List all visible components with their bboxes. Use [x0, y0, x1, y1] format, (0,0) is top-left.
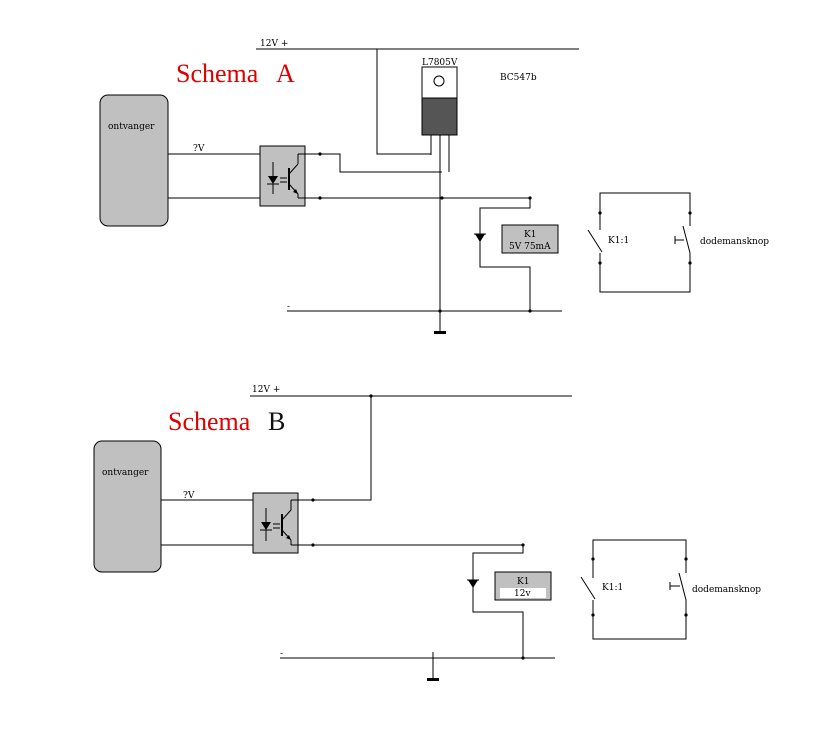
schema-b-receiver: [93, 440, 162, 573]
schema-a-relay: [501, 224, 559, 254]
schema-b-contact-label: K1:1: [602, 583, 623, 593]
schema-a-receiver-label: ontvanger: [108, 122, 155, 132]
schema-a-opto-out-upper: [305, 153, 442, 173]
schema-b-ground-label: -: [280, 649, 283, 659]
schema-b-relay-name: K1: [517, 577, 529, 587]
schema-b-contact-loop: [580, 539, 688, 640]
schema-b-relay-loop: [472, 545, 524, 658]
schema-a-contact-label: K1:1: [608, 236, 629, 246]
schema-b-optocoupler: [252, 492, 299, 554]
schema-a-title-word: Schema: [176, 59, 259, 88]
schema-b-ground-symbol: [427, 678, 439, 681]
schema-a-relay-name: K1: [524, 230, 536, 240]
schema-b: Schema B 12V + ontvanger ?V: [93, 385, 761, 681]
schema-a-regulator: [421, 66, 458, 155]
schema-a-optocoupler: [259, 145, 306, 207]
schema-a-ground-symbol: [434, 331, 446, 334]
schema-b-supply-label: 12V +: [252, 385, 280, 395]
schema-a-supply-label: 12V +: [260, 39, 288, 49]
schema-b-diode: [467, 579, 479, 588]
schema-b-supply-drop: [298, 396, 372, 501]
schema-a-relay-spec: 5V 75mA: [509, 242, 551, 252]
schema-a-transistor-label: BC547b: [500, 73, 537, 83]
schema-b-receiver-label: ontvanger: [102, 468, 149, 478]
schema-b-relay-spec-bg: [500, 588, 546, 598]
schema-a-button-label: dodemansknop: [700, 237, 769, 247]
schema-a-ground-label: -: [287, 302, 290, 312]
schema-a-relay-loop: [479, 198, 531, 311]
schema-a-regulator-label: L7805V: [422, 58, 458, 68]
schema-b-title-word: Schema: [168, 407, 251, 436]
schema-a-contact-loop: [587, 192, 692, 293]
schema-a: Schema A 12V + ontvanger ?V: [99, 39, 769, 334]
schema-b-title-letter: B: [268, 407, 285, 436]
schema-a-receiver: [99, 94, 169, 227]
schema-b-button-label: dodemansknop: [692, 585, 761, 595]
schema-b-relay-spec: 12v: [514, 589, 531, 599]
schema-a-voltage-label: ?V: [193, 144, 205, 154]
schema-a-regulator-feed: [376, 49, 431, 155]
schema-a-title-letter: A: [276, 59, 295, 88]
schema-a-diode: [474, 233, 486, 242]
schema-b-voltage-label: ?V: [183, 491, 195, 501]
